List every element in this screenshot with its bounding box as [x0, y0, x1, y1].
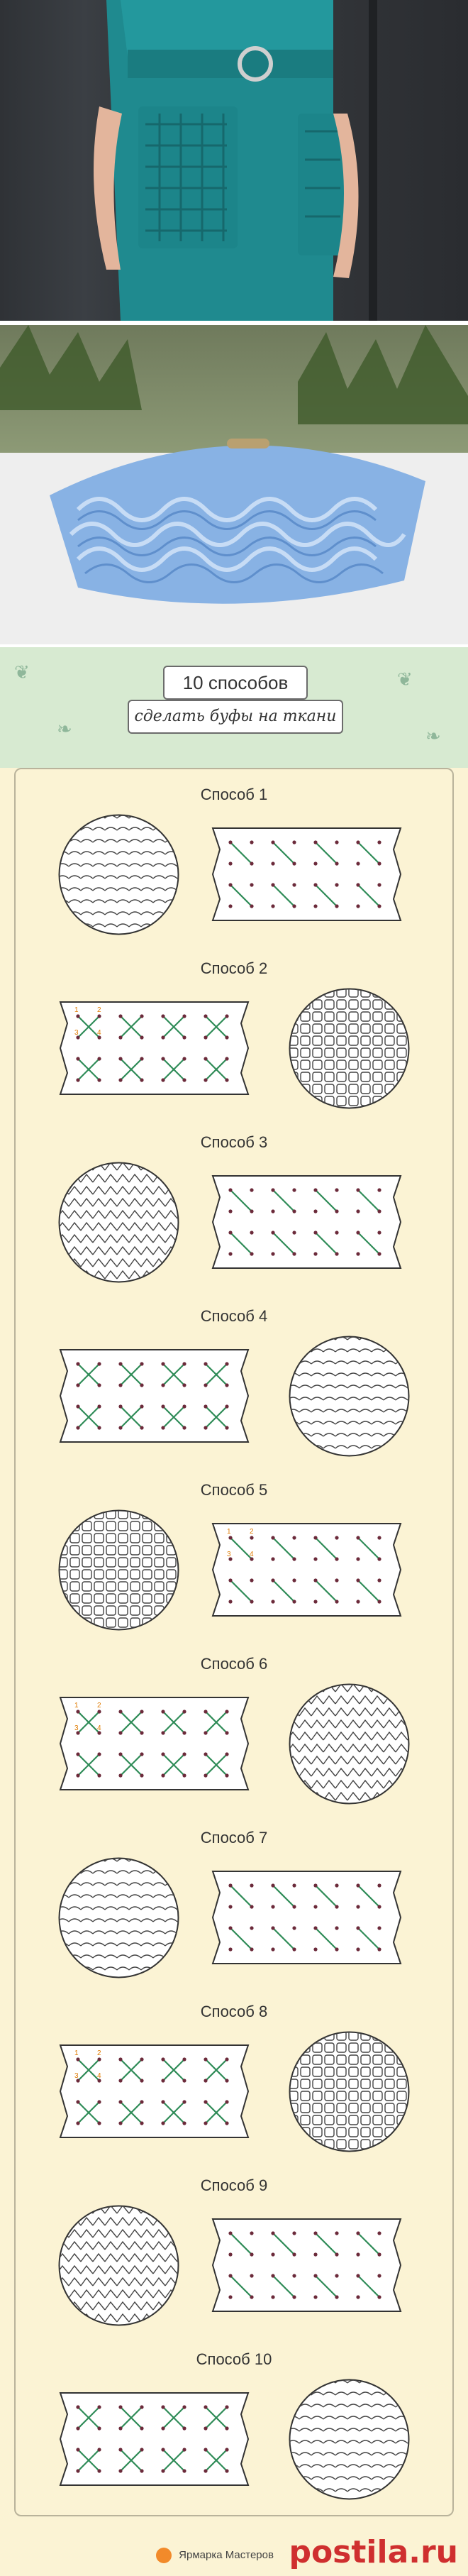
photo-dress — [0, 0, 468, 321]
infographic: ❦ ❧ ❦ ❧ 10 способов сделать буфы на ткан… — [0, 647, 468, 2576]
method-title-8: Способ 8 — [200, 2003, 268, 2020]
method-title-1: Способ 1 — [200, 786, 268, 803]
methods-frame — [14, 768, 454, 2516]
leaf-icon: ❦ — [397, 668, 413, 690]
step-number: 1 — [74, 2049, 79, 2057]
leaf-icon: ❧ — [425, 725, 441, 747]
brand-logo-icon — [156, 2548, 172, 2564]
texture-swatch-5 — [58, 1509, 179, 1631]
stitch-grid-4 — [59, 1349, 250, 1443]
step-number: 2 — [97, 1006, 101, 1014]
method-title-9: Способ 9 — [200, 2176, 268, 2194]
step-number: 4 — [97, 2072, 101, 2080]
texture-swatch-10 — [289, 2379, 410, 2500]
footer-brand: Ярмарка Мастеров — [156, 2545, 274, 2566]
clutch-illustration — [0, 325, 468, 644]
infographic-subtitle: сделать буфы на ткани — [128, 700, 343, 734]
method-title-6: Способ 6 — [200, 1655, 268, 1673]
stitch-grid-10 — [59, 2392, 250, 2486]
step-number: 2 — [250, 1528, 254, 1536]
method-title-3: Способ 3 — [200, 1133, 268, 1151]
method-title-2: Способ 2 — [200, 959, 268, 977]
texture-swatch-3 — [58, 1162, 179, 1283]
method-title-10: Способ 10 — [196, 2350, 272, 2368]
texture-swatch-7 — [58, 1857, 179, 1978]
step-number: 4 — [97, 1029, 101, 1037]
stitch-grid-5: 1 2 3 4 — [211, 1523, 402, 1617]
header-band: ❦ ❧ ❦ ❧ 10 способов сделать буфы на ткан… — [0, 647, 468, 768]
method-title-5: Способ 5 — [200, 1481, 268, 1499]
stitch-grid-1 — [211, 827, 402, 921]
leaf-icon: ❦ — [14, 661, 30, 683]
step-number: 3 — [74, 1029, 79, 1037]
texture-swatch-6 — [289, 1683, 410, 1805]
stitch-grid-7 — [211, 1871, 402, 1964]
step-number: 4 — [97, 1724, 101, 1732]
step-number: 1 — [74, 1702, 79, 1710]
stitch-grid-3 — [211, 1175, 402, 1269]
texture-swatch-4 — [289, 1336, 410, 1457]
stitch-grid-9 — [211, 2218, 402, 2312]
step-number: 1 — [74, 1006, 79, 1014]
stitch-grid-6: 1 2 3 4 — [59, 1697, 250, 1790]
step-number: 3 — [74, 2072, 79, 2080]
stitch-grid-2: 1 2 3 4 — [59, 1001, 250, 1095]
photo-clutch — [0, 325, 468, 644]
brand-name: Ярмарка Мастеров — [179, 2549, 274, 2561]
texture-swatch-2 — [289, 988, 410, 1109]
step-number: 2 — [97, 1702, 101, 1710]
texture-swatch-1 — [58, 814, 179, 935]
method-title-7: Способ 7 — [200, 1829, 268, 1846]
texture-swatch-9 — [58, 2205, 179, 2326]
step-number: 4 — [250, 1551, 254, 1558]
infographic-title: 10 способов — [163, 666, 308, 700]
step-number: 3 — [74, 1724, 79, 1732]
leaf-icon: ❧ — [57, 718, 72, 739]
texture-swatch-8 — [289, 2031, 410, 2152]
step-number: 1 — [227, 1528, 231, 1536]
step-number: 3 — [227, 1551, 231, 1558]
method-title-4: Способ 4 — [200, 1307, 268, 1325]
stitch-grid-8: 1 2 3 4 — [59, 2044, 250, 2138]
dress-illustration — [94, 0, 377, 321]
step-number: 2 — [97, 2049, 101, 2057]
watermark: postila.ru — [289, 2534, 458, 2570]
